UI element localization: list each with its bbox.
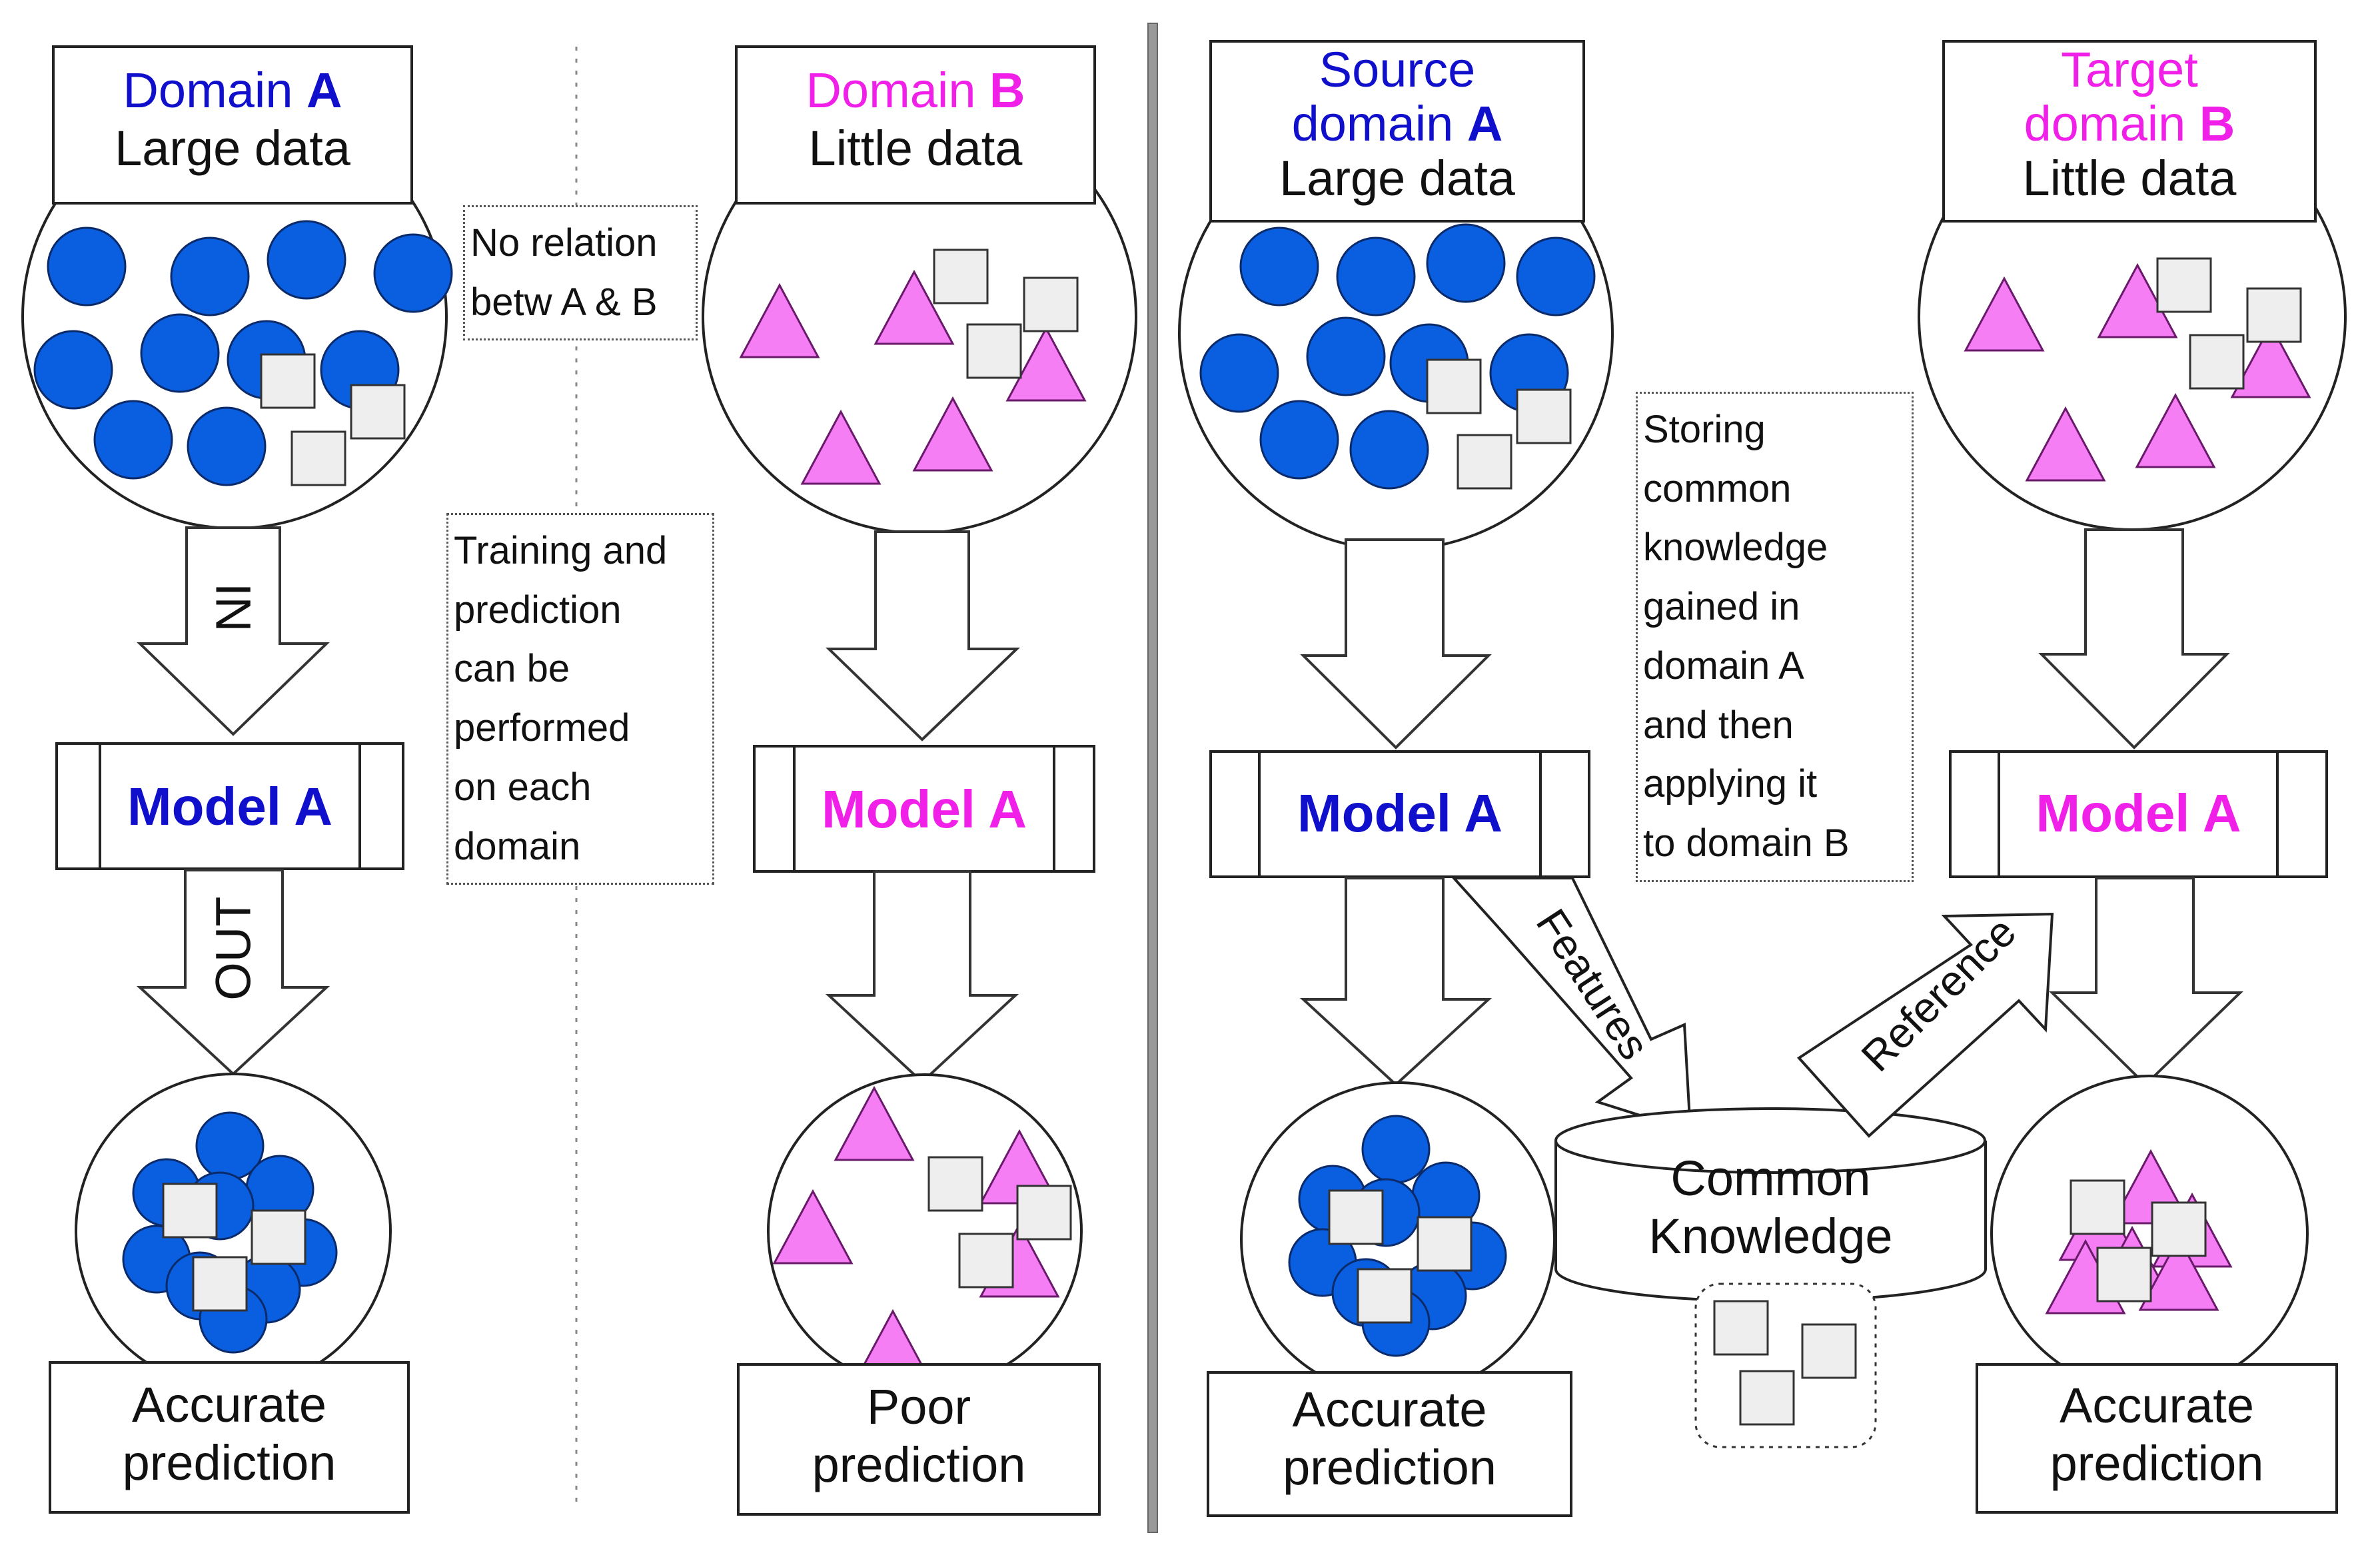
panel2-in-arrow	[826, 530, 1020, 742]
panel2-result-line1: Poor	[866, 1379, 971, 1434]
panel4-out-arrow	[2049, 877, 2243, 1087]
panel3-result-line2: prediction	[1283, 1440, 1496, 1496]
panel2-result-label: Poor prediction	[738, 1378, 1099, 1494]
panel4-domain-word: domain	[2024, 96, 2186, 152]
panel4-data-label: Little data	[2022, 150, 2237, 206]
panel4-result-label: Accurate prediction	[1977, 1376, 2337, 1493]
panel3-result-label: Accurate prediction	[1208, 1380, 1571, 1497]
note-training-line: on each	[454, 765, 592, 809]
note-storing-line: applying it	[1643, 762, 1818, 806]
panel1-result-label: Accurate prediction	[50, 1376, 408, 1492]
panel2-out-arrow	[825, 870, 1019, 1084]
note-no-relation-line: No relation	[470, 221, 658, 264]
panel1-out-arrow	[136, 869, 330, 1076]
common-line2: Knowledge	[1648, 1209, 1893, 1265]
panel1-in-arrow	[137, 526, 330, 736]
panel4-line1: Target	[2061, 42, 2198, 97]
panel4-result-line1: Accurate	[2059, 1378, 2255, 1433]
panel2-domain-letter: B	[989, 63, 1025, 118]
panel4-result-circle	[1990, 1075, 2309, 1393]
panel3-result-line1: Accurate	[1292, 1382, 1487, 1437]
note-training: Training and prediction can be performed…	[446, 513, 714, 885]
center-divider	[1147, 23, 1158, 1533]
panel3-domain-title: Source domain A Large data	[1211, 43, 1584, 205]
reference-arrow-shape	[1796, 912, 2054, 1138]
panel2-model-label: Model A	[821, 780, 1027, 839]
panel4-result-line2: prediction	[2050, 1436, 2264, 1492]
common-line1: Common	[1670, 1151, 1871, 1206]
note-storing-line: Storing	[1643, 408, 1766, 451]
panel3-result-box	[1207, 1371, 1572, 1517]
panel3-data-label: Large data	[1279, 150, 1515, 206]
note-training-line: domain	[454, 824, 581, 868]
panel1-domain-box	[52, 45, 413, 205]
panel1-model-label: Model A	[127, 777, 333, 836]
note-no-relation-line: betw A & B	[470, 280, 658, 324]
note-storing-line: common	[1643, 466, 1792, 510]
panel2-domain-title: Domain B Little data	[736, 61, 1095, 178]
panel1-out-label: OUT	[205, 896, 261, 1001]
common-knowledge-store	[1694, 1283, 1877, 1448]
note-storing-line: knowledge	[1643, 526, 1828, 570]
panel4-model-label: Model A	[2036, 783, 2241, 843]
panel1-data-label: Large data	[115, 121, 350, 177]
panel3-domain-box	[1209, 40, 1585, 223]
panel4-domain-box	[1942, 40, 2317, 223]
panel4-domain-letter: B	[2199, 96, 2235, 152]
panel2-domain-word: Domain	[806, 63, 976, 118]
panel1-domain-title: Domain A Large data	[53, 61, 412, 178]
note-no-relation: No relation betw A & B	[463, 205, 698, 341]
panel3-model-box	[1209, 750, 1590, 878]
panel3-model-label: Model A	[1297, 783, 1503, 843]
common-knowledge-label: Common Knowledge	[1556, 1149, 1986, 1266]
panel3-line1: Source	[1319, 42, 1476, 97]
note-training-line: performed	[454, 706, 630, 750]
panel2-data-label: Little data	[808, 121, 1023, 177]
note-storing: Storing common knowledge gained in domai…	[1636, 392, 1914, 882]
note-storing-line: and then	[1643, 703, 1794, 747]
panel1-result-circle	[75, 1073, 392, 1390]
panel3-domain-letter: A	[1467, 96, 1503, 152]
panel2-domain-box	[735, 45, 1096, 205]
panel1-result-box	[49, 1361, 410, 1514]
panel4-model-box	[1949, 750, 2328, 878]
panel4-domain-title: Target domain B Little data	[1944, 43, 2315, 205]
panel1-domain-word: Domain	[123, 63, 293, 118]
panel3-result-circle	[1240, 1081, 1556, 1397]
panel4-result-box	[1976, 1363, 2338, 1514]
panel3-in-arrow	[1300, 538, 1492, 750]
panel3-domain-word: domain	[1291, 96, 1454, 152]
panel4-in-arrow	[2038, 528, 2230, 750]
panel1-domain-letter: A	[306, 63, 342, 118]
panel2-model-box	[753, 745, 1095, 873]
panel2-result-circle	[767, 1073, 1083, 1389]
panel1-in-label: IN	[205, 582, 261, 632]
note-storing-line: gained in	[1643, 585, 1800, 629]
panel3-out-arrow	[1299, 877, 1492, 1087]
panel2-result-box	[737, 1363, 1101, 1516]
panel1-result-line1: Accurate	[131, 1377, 327, 1432]
note-training-line: prediction	[454, 588, 622, 632]
note-training-line: can be	[454, 647, 570, 691]
note-storing-line: domain A	[1643, 644, 1804, 688]
note-training-line: Training and	[454, 529, 668, 572]
panel1-result-line2: prediction	[122, 1435, 336, 1491]
note-storing-line: to domain B	[1643, 821, 1850, 865]
panel2-result-line2: prediction	[812, 1437, 1026, 1493]
